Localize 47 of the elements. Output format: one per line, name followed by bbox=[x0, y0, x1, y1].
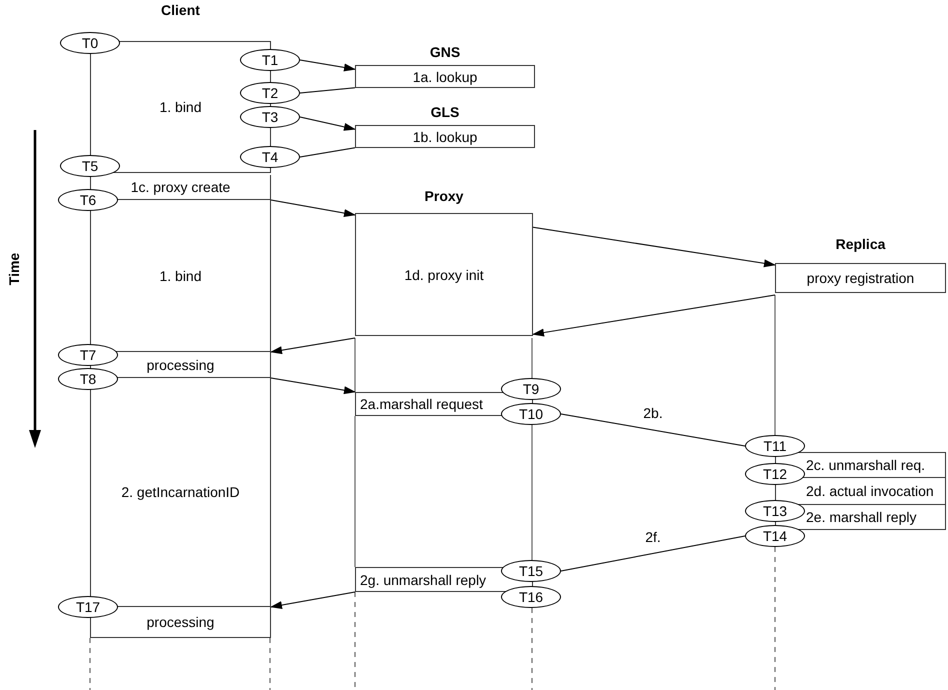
timestamp-ellipse: T11 bbox=[745, 435, 805, 457]
timestamp-ellipse: T4 bbox=[240, 146, 300, 168]
activity-text: 1c. proxy create bbox=[130, 180, 230, 194]
arrow bbox=[300, 60, 356, 72]
lane-heading: Replica bbox=[836, 237, 886, 251]
activity-text: 1a. lookup bbox=[412, 70, 478, 84]
lane-heading: Proxy bbox=[424, 189, 464, 203]
timestamp-ellipse: T3 bbox=[240, 106, 300, 128]
activity-text: 2a.marshall request bbox=[360, 397, 483, 411]
activity-text: 1. bind bbox=[159, 100, 202, 114]
activity-text: 1b. lookup bbox=[412, 130, 478, 144]
lane-heading: GLS bbox=[430, 105, 460, 119]
activity-text: 2d. actual invocation bbox=[806, 484, 934, 498]
timestamp-ellipse: T13 bbox=[745, 500, 805, 522]
timestamp-ellipse: T7 bbox=[58, 344, 118, 366]
arrow bbox=[270, 338, 356, 354]
activity-text: processing bbox=[146, 358, 214, 372]
activity-text: 2. getIncarnationID bbox=[121, 485, 240, 499]
timestamp-ellipse: T1 bbox=[240, 49, 300, 71]
timestamp-ellipse: T17 bbox=[58, 596, 118, 618]
timestamp-ellipse: T15 bbox=[501, 560, 561, 582]
timestamp-ellipse: T14 bbox=[745, 525, 805, 547]
lane-heading: Client bbox=[161, 3, 200, 17]
activity-text: 2c. unmarshall req. bbox=[806, 458, 926, 472]
activity-text: processing bbox=[146, 615, 214, 629]
arrow bbox=[270, 592, 356, 609]
lane-heading: GNS bbox=[430, 45, 460, 59]
timestamp-ellipse: T8 bbox=[58, 368, 118, 390]
activity-text: proxy registration bbox=[806, 271, 914, 285]
activity-text: 2e. marshall reply bbox=[806, 510, 916, 524]
activity-text: 2g. unmarshall reply bbox=[360, 572, 486, 586]
timestamp-ellipse: T9 bbox=[501, 378, 561, 400]
arrow bbox=[270, 378, 356, 394]
activity-text: 1. bind bbox=[159, 268, 202, 282]
timestamp-ellipse: T0 bbox=[60, 32, 120, 54]
timestamp-ellipse: T2 bbox=[240, 82, 300, 104]
axis-label: Time bbox=[7, 252, 22, 286]
timestamp-ellipse: T6 bbox=[58, 189, 118, 211]
arrow bbox=[532, 294, 776, 336]
activity-text: 1d. proxy init bbox=[404, 268, 484, 282]
arrow bbox=[532, 226, 776, 268]
timestamp-ellipse: T12 bbox=[745, 463, 805, 485]
timestamp-ellipse: T16 bbox=[501, 586, 561, 608]
arrow bbox=[270, 200, 356, 217]
arrow bbox=[300, 116, 356, 131]
timestamp-ellipse: T10 bbox=[501, 403, 561, 425]
timestamp-ellipse: T5 bbox=[60, 155, 120, 177]
